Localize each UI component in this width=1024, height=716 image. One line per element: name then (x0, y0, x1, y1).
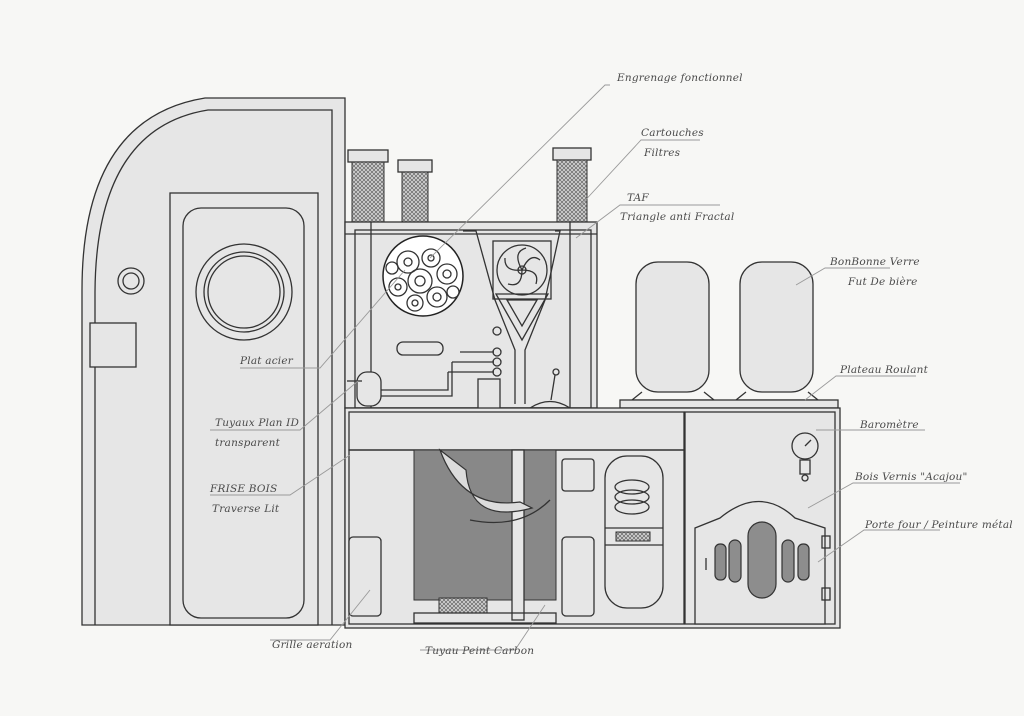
ventilation-grilles (348, 458, 595, 617)
vent-block (477, 378, 501, 410)
label-taf: TAF (627, 192, 649, 204)
side-porthole (117, 267, 145, 295)
chimneys (347, 147, 592, 223)
label-engrenage: Engrenage fonctionnel (616, 72, 743, 84)
label-barometre: Baromètre (859, 419, 919, 431)
left-cabin (81, 97, 346, 626)
label-plateau: Plateau Roulant (839, 364, 929, 376)
fractal-triangle (494, 293, 550, 342)
gauge-buttons (492, 326, 502, 377)
cabin-door[interactable] (169, 192, 319, 626)
side-panel (89, 322, 137, 368)
transparent-pipe-tank (347, 371, 382, 407)
rolling-tray (619, 399, 839, 409)
label-tuyaux: Tuyaux Plan ID (215, 417, 300, 429)
label-grille: Grille aeration (272, 639, 352, 651)
bonbonnes (619, 261, 839, 409)
lower-body (344, 407, 841, 629)
gear-mechanism (382, 235, 464, 317)
central-panel (344, 221, 598, 410)
leader-lines (210, 84, 960, 651)
label-bois-vernis: Bois Vernis "Acajou" (854, 471, 968, 483)
label-cartouches: Cartouches (641, 127, 704, 139)
label-traverse: Traverse Lit (212, 503, 280, 515)
central-cavity (413, 448, 557, 624)
control-plate (396, 341, 444, 356)
label-porte-four: Porte four / Peinture métal (864, 519, 1013, 531)
label-plat-acier: Plat acier (239, 355, 294, 367)
oven-door[interactable] (694, 500, 831, 625)
label-transparent: transparent (215, 437, 281, 449)
pipes (360, 230, 561, 404)
label-filtres: Filtres (643, 147, 681, 159)
label-triangle: Triangle anti Fractal (620, 211, 734, 223)
label-fut: Fut De bière (847, 276, 918, 288)
label-bonbonne: BonBonne Verre (829, 256, 920, 268)
coil-tank (604, 455, 664, 609)
barometer (791, 432, 819, 482)
label-tuyau-peint: Tuyau Peint Carbon (425, 645, 534, 657)
label-frise: FRISE BOIS (209, 483, 277, 495)
labels: Engrenage fonctionnel Cartouches Filtres… (209, 72, 1013, 657)
